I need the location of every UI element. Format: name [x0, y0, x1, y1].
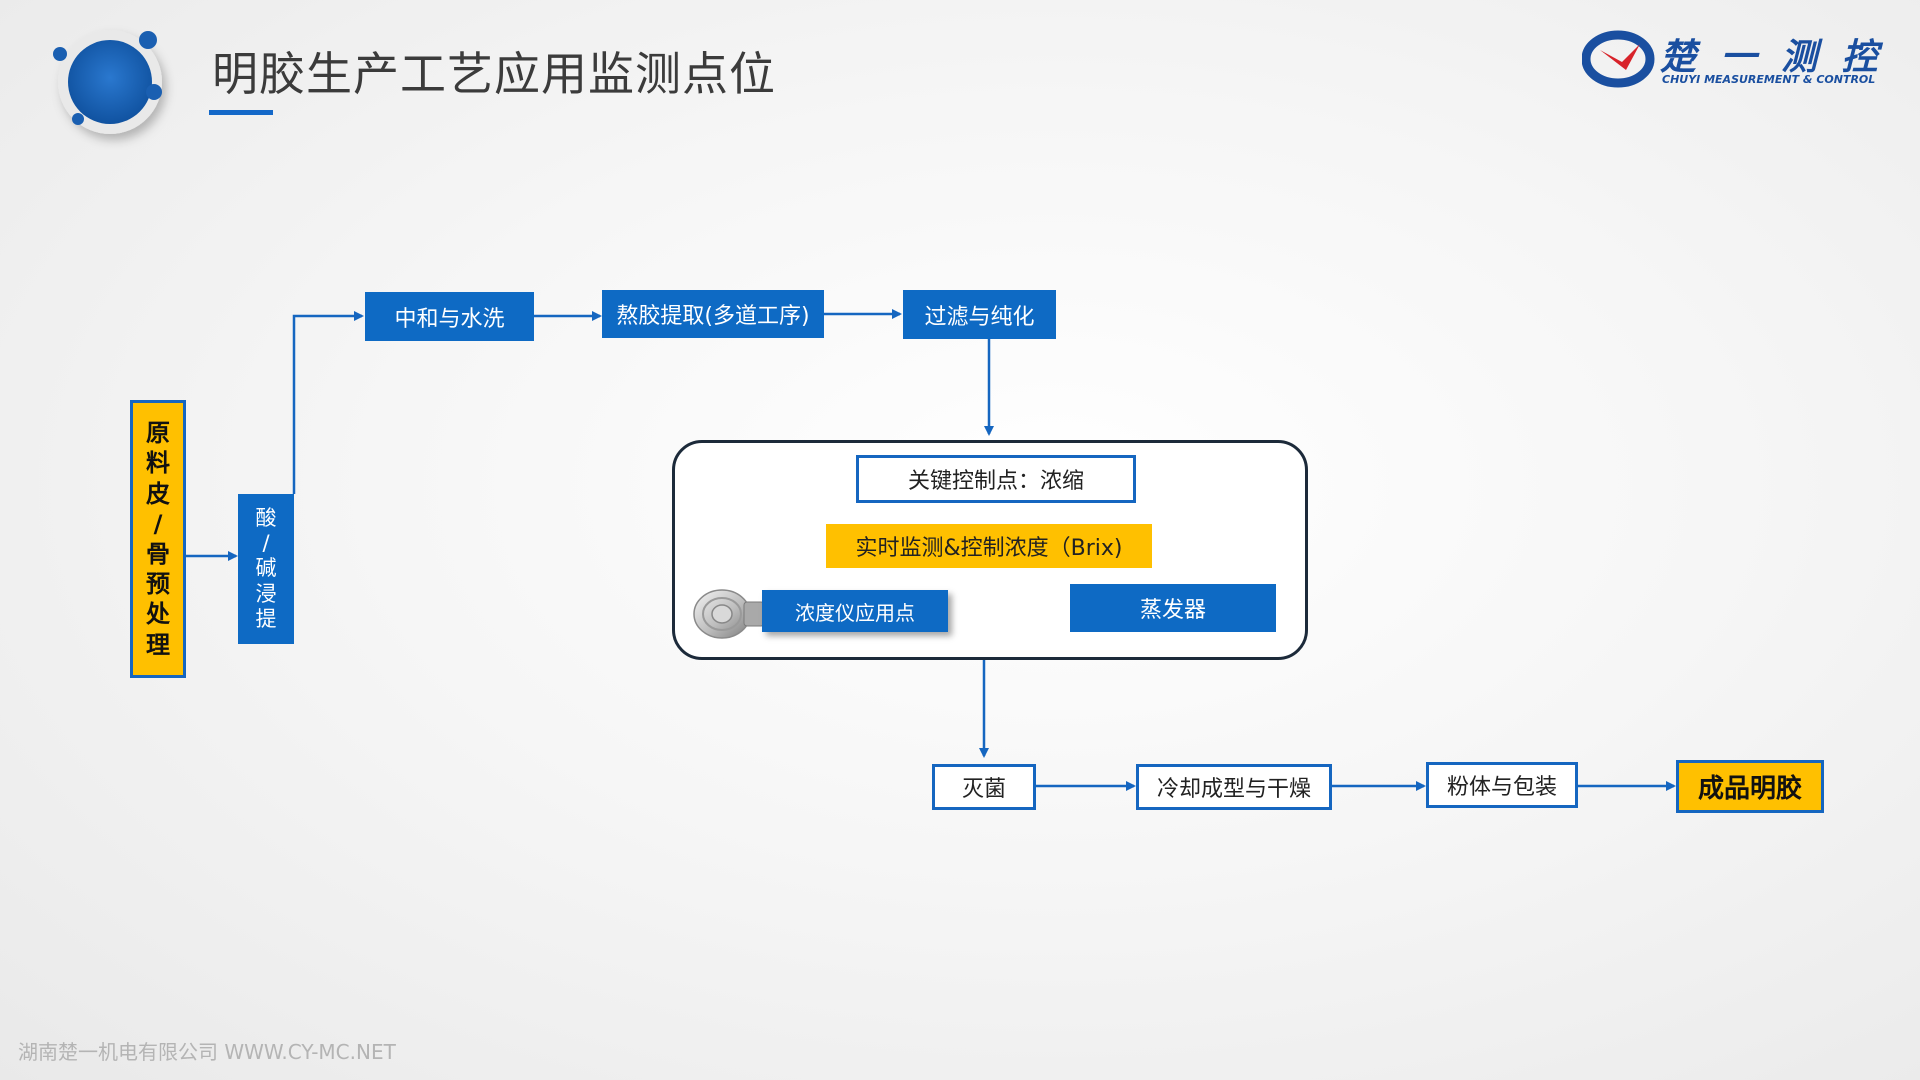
decorative-emblem-icon	[53, 30, 162, 134]
filter-box: 过滤与纯化	[903, 290, 1056, 339]
sterilize-box: 灭菌	[932, 764, 1036, 810]
cooling-drying-box: 冷却成型与干燥	[1136, 764, 1332, 810]
arrow-acid-to-neutralize	[292, 311, 364, 494]
acid-alkali-box: 酸 / 碱 浸 提	[238, 494, 294, 644]
key-control-point-box: 关键控制点：浓缩	[856, 455, 1136, 503]
neutralize-box: 中和与水洗	[365, 292, 534, 341]
finished-gelatin-box: 成品明胶	[1676, 760, 1824, 813]
logo-tagline: CHUYI MEASUREMENT & CONTROL	[1662, 73, 1876, 86]
footer-text: 湖南楚一机电有限公司 WWW.CY-MC.NET	[18, 1040, 396, 1064]
logo-name: 楚 一 测 控	[1660, 37, 1884, 78]
powder-packaging-box: 粉体与包装	[1426, 762, 1578, 808]
title-underline	[209, 110, 273, 115]
company-logo: 楚 一 测 控 CHUYI MEASUREMENT & CONTROL	[1580, 28, 1878, 92]
raw-material-box: 原 料 皮 / 骨 预 处 理	[130, 400, 186, 678]
meter-application-point-box: 浓度仪应用点	[762, 590, 948, 632]
extract-box: 熬胶提取(多道工序)	[602, 290, 824, 338]
realtime-monitor-box: 实时监测&控制浓度（Brix)	[826, 524, 1152, 568]
evaporator-box: 蒸发器	[1070, 584, 1276, 632]
page-title: 明胶生产工艺应用监测点位	[212, 47, 776, 101]
concentration-meter-icon	[693, 589, 765, 639]
logo-mark-icon	[1582, 30, 1655, 88]
